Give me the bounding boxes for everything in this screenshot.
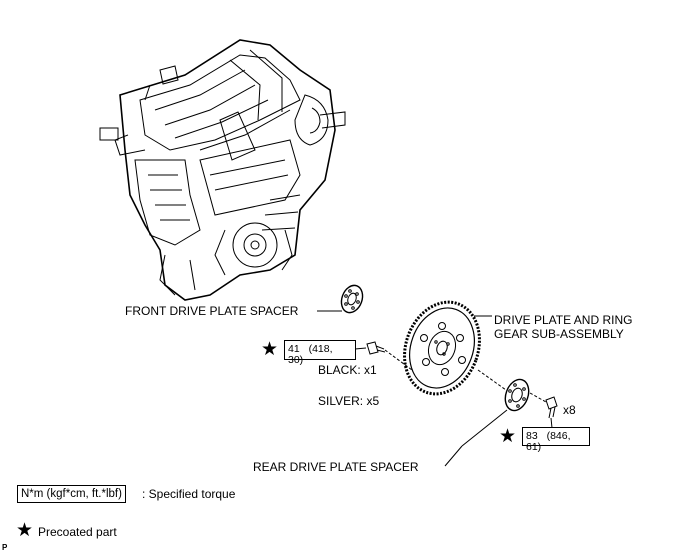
front-torque-value: 41 (418, 30) <box>288 343 333 366</box>
engine-drawing <box>99 39 346 301</box>
front-torque-box: 41 (418, 30) <box>284 340 356 366</box>
corner-mark: P <box>2 543 8 552</box>
rear-bolt-count-label: x8 <box>563 403 576 417</box>
torque-legend-desc: : Specified torque <box>142 487 236 501</box>
precoated-legend-desc: Precoated part <box>38 525 117 539</box>
rear-spacer-label: REAR DRIVE PLATE SPACER <box>253 460 419 474</box>
drive-plate-label-line2: GEAR SUB-ASSEMBLY <box>494 327 624 341</box>
rear-spacer-leader <box>461 409 508 447</box>
black-bolt-label: BLACK: x1 <box>318 363 377 377</box>
front-bolt-drawing <box>366 341 386 355</box>
plate-axis-line <box>477 369 507 391</box>
rear-spacer-leader-2 <box>444 445 463 467</box>
rear-torque-leader <box>550 417 553 429</box>
front-spacer-drawing <box>340 284 364 314</box>
legend-star-icon: ★ <box>16 520 34 541</box>
rear-torque-value: 83 (846, 61) <box>526 430 571 453</box>
precoated-star-icon-rear: ★ <box>499 426 517 447</box>
rear-torque-box: 83 (846, 61) <box>522 427 590 453</box>
front-torque-leader <box>354 347 367 350</box>
front-spacer-label: FRONT DRIVE PLATE SPACER <box>125 304 299 318</box>
drive-plate-drawing <box>403 300 481 396</box>
drive-plate-label-line1: DRIVE PLATE AND RING <box>494 313 633 327</box>
rear-spacer-drawing <box>504 378 530 412</box>
rear-bolt-drawing <box>545 396 558 419</box>
precoated-star-icon: ★ <box>261 339 279 360</box>
rear-bolt-axis <box>529 392 547 403</box>
silver-bolt-label: SILVER: x5 <box>318 394 380 408</box>
front-bolt-axis <box>384 349 413 371</box>
torque-unit-legend-box: N*m (kgf*cm, ft.*lbf) <box>17 485 126 503</box>
